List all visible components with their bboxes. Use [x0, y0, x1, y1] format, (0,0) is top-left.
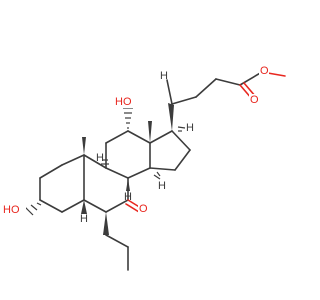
- svg-text:H: H: [96, 152, 104, 164]
- ester-o-label: O: [260, 65, 269, 77]
- ester-carbonyl-o-label: O: [250, 94, 259, 106]
- c3-oh-hash: [24, 202, 42, 216]
- h-17: H: [177, 122, 194, 134]
- h-20: H: [160, 70, 168, 82]
- molecule-structure: HO O O O HO H: [2, 65, 286, 271]
- h-8: H: [124, 178, 132, 203]
- ketone-o-label: O: [139, 203, 148, 215]
- c10-methyl-wedge: [82, 137, 86, 155]
- c6-ethyl-wedge: [103, 212, 109, 235]
- svg-text:H: H: [124, 191, 132, 203]
- oh-top-label: HO: [115, 96, 132, 108]
- ring-c: [105, 130, 151, 179]
- svg-text:H: H: [158, 180, 166, 192]
- oh-left-label: HO: [3, 204, 20, 216]
- h-14: H: [153, 171, 166, 192]
- h-9: H: [96, 152, 109, 165]
- h-5: H: [80, 200, 88, 225]
- c17-side-chain-wedge: [168, 103, 174, 131]
- c13-methyl-wedge: [148, 121, 152, 143]
- side-chain: [166, 71, 263, 105]
- svg-text:H: H: [160, 70, 168, 82]
- ethyl-chain: [105, 234, 129, 271]
- ring-a: [39, 154, 85, 213]
- c12-oh-hash: [123, 107, 133, 129]
- svg-text:H: H: [186, 122, 194, 134]
- svg-text:H: H: [80, 213, 88, 225]
- ring-d: [149, 130, 191, 171]
